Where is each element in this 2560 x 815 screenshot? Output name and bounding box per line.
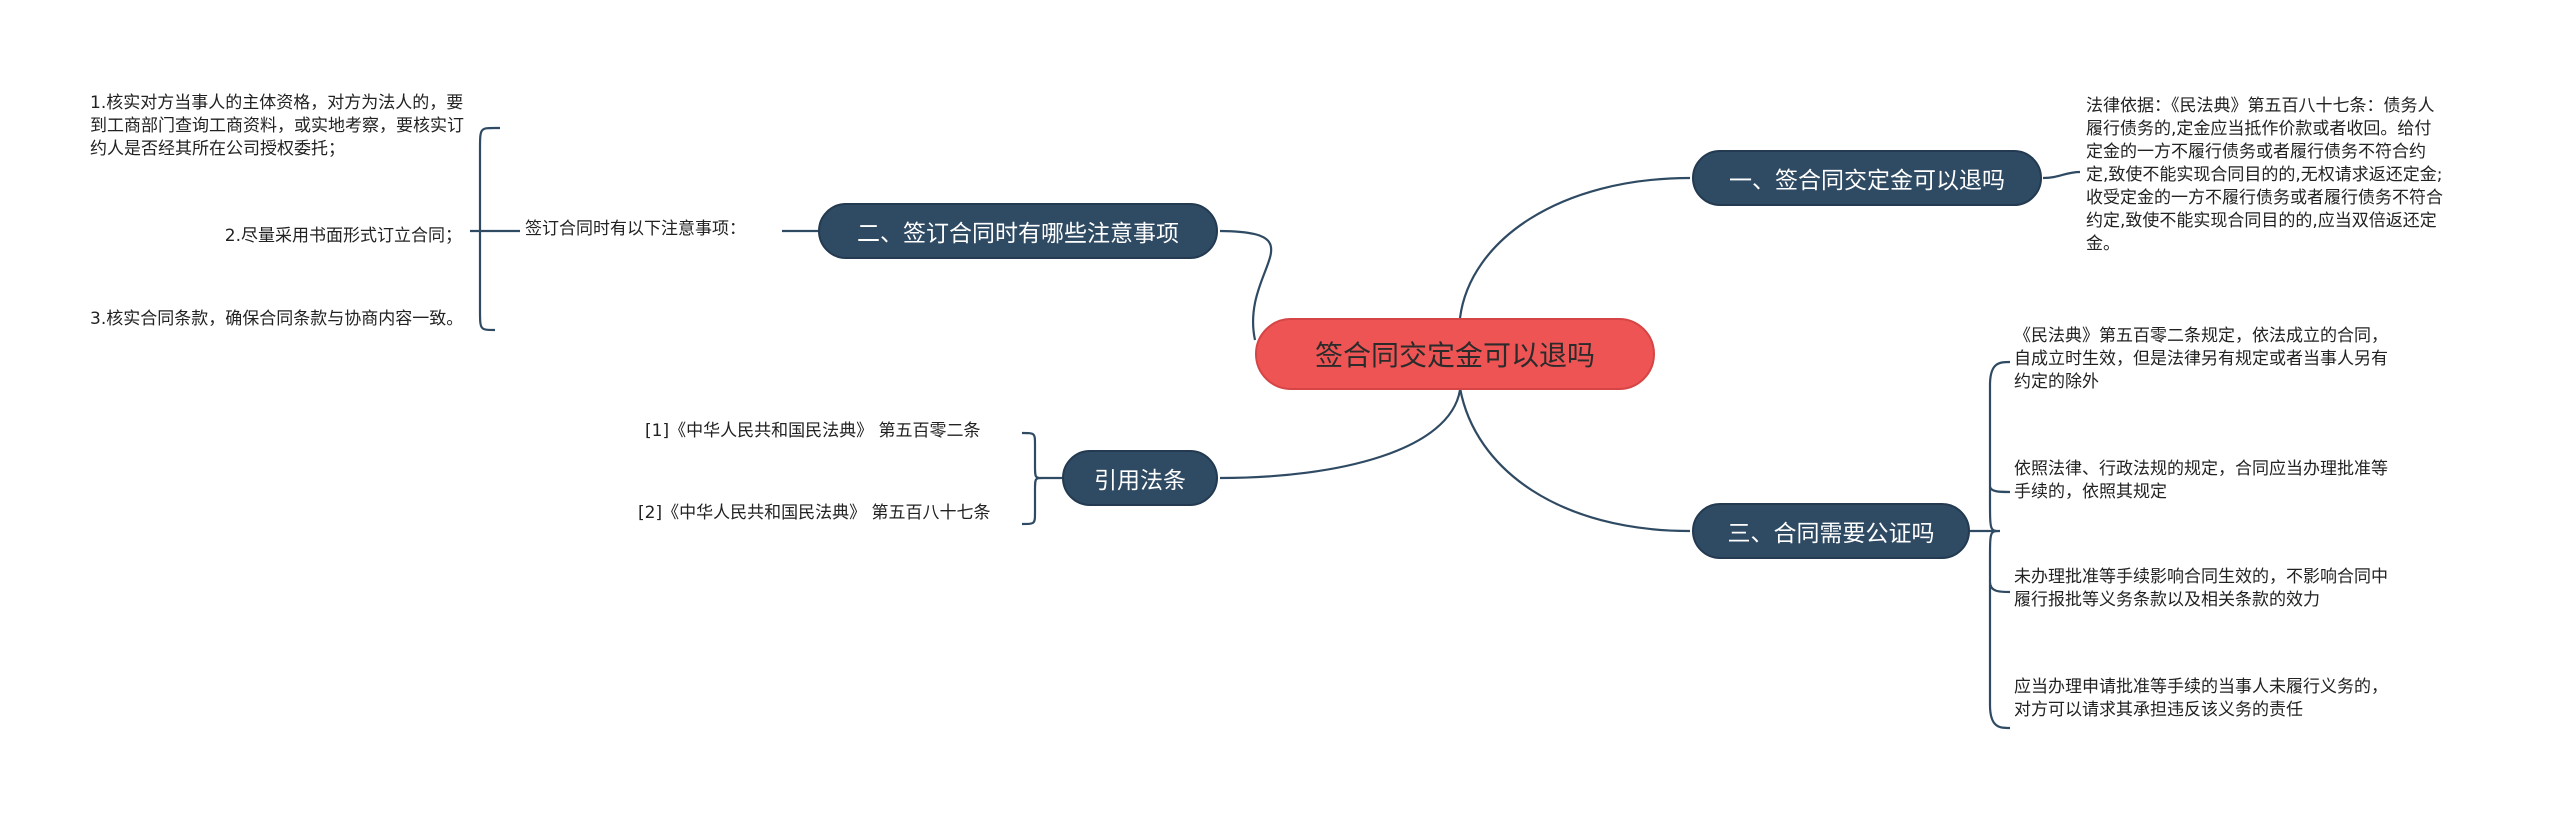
bracket-b2 <box>470 126 520 332</box>
bracket-b4 <box>1021 431 1062 526</box>
b2-item-1: 1.核实对方当事人的主体资格，对方为法人的，要到工商部门查询工商资料，或实地考察… <box>90 93 464 159</box>
b1-detail: 法律依据：《民法典》第五百八十七条：债务人履行债务的,定金应当抵作价款或者收回。… <box>2086 96 2443 254</box>
link-root-b3 <box>1458 387 1691 533</box>
branch-b3[interactable]: 三、合同需要公证吗 <box>1692 503 1970 559</box>
root-topic[interactable]: 签合同交定金可以退吗 <box>1255 318 1655 390</box>
link-root-b1 <box>1458 176 1691 319</box>
b3-item-2: 依照法律、行政法规的规定，合同应当办理批准等手续的，依照其规定 <box>2014 459 2388 502</box>
link-b1-detail <box>2042 170 2081 180</box>
b2-item-3: 3.核实合同条款，确保合同条款与协商内容一致。 <box>90 309 464 329</box>
branch-b2[interactable]: 二、签订合同时有哪些注意事项 <box>818 203 1218 259</box>
b2-sub: 签订合同时有以下注意事项： <box>525 219 746 239</box>
b3-item-3: 未办理批准等手续影响合同生效的，不影响合同中履行报批等义务条款以及相关条款的效力 <box>2014 567 2388 610</box>
link-root-b2 <box>1219 229 1273 341</box>
b4-item-2: [2]《中华人民共和国民法典》 第五百八十七条 <box>638 503 991 523</box>
branch-b4[interactable]: 引用法条 <box>1062 450 1218 506</box>
link-root-b4 <box>1219 389 1462 480</box>
b2-item-2: 2.尽量采用书面形式订立合同； <box>224 226 462 246</box>
branch-b1[interactable]: 一、签合同交定金可以退吗 <box>1692 150 2042 206</box>
b3-item-4: 应当办理申请批准等手续的当事人未履行义务的，对方可以请求其承担违反该义务的责任 <box>2014 677 2388 720</box>
b3-item-1: 《民法典》第五百零二条规定，依法成立的合同，自成立时生效，但是法律另有规定或者当… <box>2014 326 2388 392</box>
b4-item-1: [1]《中华人民共和国民法典》 第五百零二条 <box>645 421 981 441</box>
bracket-b3 <box>1970 360 2011 730</box>
